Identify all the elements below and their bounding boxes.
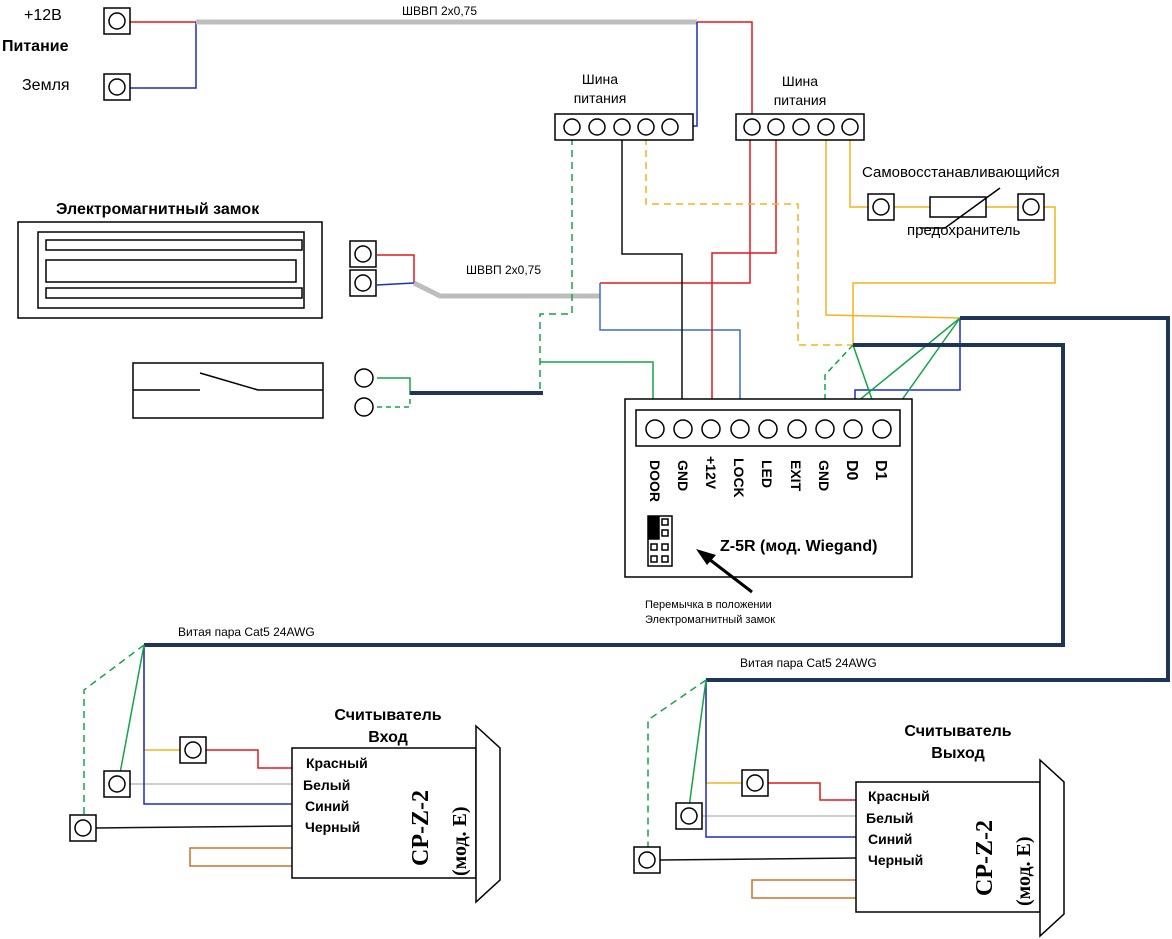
labels: +12В Питание Земля ШВВП 2х0,75 Шина пита… [2, 4, 1060, 906]
wire-orange-dashed [645, 138, 853, 346]
wire-gnd-dashed [824, 344, 854, 428]
reader-in-body [291, 724, 501, 904]
door-switch [132, 362, 374, 419]
wire-12v-to-bus2 [697, 21, 753, 128]
wire-switch-dashed [377, 392, 411, 408]
label-cable-top: ШВВП 2х0,75 [402, 4, 477, 18]
wire-orange-from-bus2 [825, 138, 961, 319]
cable-cat5-out [706, 316, 1170, 682]
wire-in-orange [143, 645, 180, 751]
wire-out-brown [751, 879, 856, 899]
fuse-element [920, 187, 1001, 229]
terminal-label-d0: D0 [843, 460, 860, 481]
reader-out-body [855, 758, 1065, 938]
terminal-label-gnd2: GND [816, 460, 832, 491]
terminal-ground [103, 73, 131, 101]
label-in-model2: (мод. Е) [449, 806, 471, 876]
label-jumper-note-2: Электромагнитный замок [645, 614, 775, 626]
label-out-wire-blue: Синий [868, 831, 912, 847]
label-in-wire-black: Черный [305, 819, 360, 835]
label-in-cable: Витая пара Cat5 24AWG [178, 625, 315, 639]
reader-out-terminals [633, 769, 769, 874]
fuse-terminal-left [867, 193, 895, 221]
reader-in-terminals [69, 736, 207, 842]
cable-cat5-in [144, 343, 1065, 647]
label-bus1-line1: Шина [582, 71, 618, 87]
wire-in-brown [189, 847, 292, 867]
label-out-wire-white: Белый [866, 810, 913, 826]
wire-in-green [117, 644, 145, 785]
terminal-label-d1: D1 [872, 460, 889, 481]
power-bus-1 [554, 113, 694, 141]
label-bus2-line1: Шина [782, 73, 818, 89]
wire-out-orange [705, 680, 742, 784]
label-power: Питание [2, 38, 69, 55]
terminal-12v [103, 7, 131, 35]
wire-12v-controller [711, 138, 777, 428]
label-out-title2: Выход [931, 745, 984, 762]
cable-shvvp-lock [412, 280, 600, 299]
label-in-wire-red: Красный [306, 755, 368, 771]
wire-out-green [687, 679, 707, 816]
wire-lock-blue [376, 282, 415, 286]
label-in-wire-blue: Синий [305, 798, 349, 814]
label-out-model2: (мод. Е) [1013, 836, 1035, 906]
wire-lock-red-to-bus2 [600, 138, 751, 284]
controller-z5r [624, 398, 913, 578]
wire-lock-blue-to-LOCK [599, 283, 741, 428]
wire-gnd-to-bus1 [680, 22, 698, 127]
terminal-label-lock: LOCK [731, 458, 747, 498]
terminal-label-12v: +12V [703, 456, 719, 490]
wire-ground-input [130, 22, 197, 89]
jumper-arrow [696, 549, 753, 594]
terminal-label-led: LED [759, 460, 775, 488]
label-in-model1: CP-Z-2 [408, 790, 434, 866]
label-jumper-note-1: Перемычка в положении [645, 599, 772, 611]
label-in-title2: Вход [368, 729, 408, 746]
wire-in-black [95, 825, 293, 829]
electromagnetic-lock [17, 221, 377, 319]
label-bus2-line2: питания [774, 92, 827, 108]
label-ground: Земля [22, 77, 70, 94]
label-plus12: +12В [24, 7, 62, 24]
wire-out-red [768, 782, 856, 801]
wire-in-blue [143, 645, 292, 805]
power-bus-2 [735, 113, 865, 141]
label-lock-cable: ШВВП 2х0,75 [466, 263, 541, 277]
label-in-wire-white: Белый [303, 777, 350, 793]
wire-gnd-controller [621, 138, 683, 428]
wire-switch-green [377, 377, 411, 392]
wire-fuse-return [852, 206, 1056, 345]
wire-in-green-dashed [83, 644, 145, 815]
label-out-wire-black: Черный [868, 852, 923, 868]
label-fuse-line1: Самовосстанавливающийся [862, 164, 1060, 181]
label-bus1-line2: питания [574, 90, 627, 106]
label-controller-title: Z-5R (мод. Wiegand) [720, 538, 877, 555]
terminal-label-exit: EXIT [788, 460, 804, 492]
fuse-terminal-right [1017, 193, 1045, 221]
jumper-block [647, 515, 673, 567]
label-fuse-line2: предохранитель [907, 222, 1021, 239]
label-out-wire-red: Красный [868, 788, 930, 804]
label-lock-title: Электромагнитный замок [56, 201, 260, 218]
label-out-model1: CP-Z-2 [972, 820, 998, 896]
wire-out-black [659, 857, 857, 861]
label-in-title1: Считыватель [334, 707, 441, 724]
wire-door-dashed [539, 138, 573, 392]
wire-lock-red [377, 254, 415, 283]
wire-in-red [205, 749, 292, 769]
terminal-label-gnd1: GND [675, 460, 691, 491]
wire-out-blue [705, 680, 856, 838]
label-out-title1: Считыватель [904, 723, 1011, 740]
terminal-label-door: DOOR [647, 460, 663, 502]
label-out-cable: Витая пара Cat5 24AWG [740, 656, 877, 670]
